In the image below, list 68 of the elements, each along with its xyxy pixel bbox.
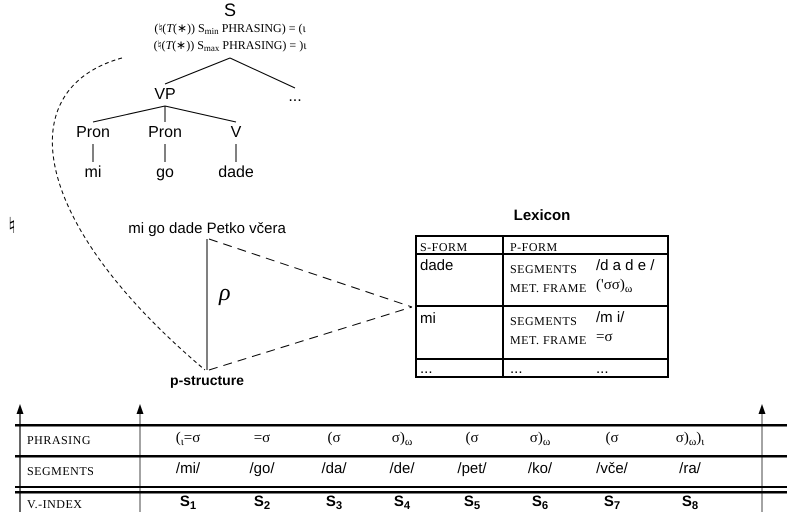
tree-label: ... <box>288 89 302 105</box>
segment-value: /vče/ <box>596 460 628 478</box>
table-header: S-FORM <box>420 239 468 256</box>
phrasing-value: (σ <box>605 429 619 447</box>
tree-label: V <box>230 125 242 141</box>
structure-label: p-structure <box>170 373 244 387</box>
phrasing-value: (σ <box>327 429 341 447</box>
tree-branch <box>164 106 166 122</box>
feature-name: SEGMENTS <box>510 313 578 330</box>
sentence-string: mi go dade Petko včera <box>128 220 286 236</box>
tree-label: VP <box>154 87 176 103</box>
natural-sign: ♮ <box>8 218 16 236</box>
frame-value: ('σσ)$_{ω}$ <box>596 276 632 294</box>
vocabulary-index: S$_{8}$ <box>682 493 698 511</box>
row-header: SEGMENTS <box>27 463 94 480</box>
segment-value: /m i/ <box>596 309 624 327</box>
table-title: Lexicon <box>512 206 572 226</box>
tree-label: mi <box>84 165 102 181</box>
vocabulary-index: S$_{6}$ <box>532 493 548 511</box>
tree-branch <box>230 58 296 88</box>
word-form: mi <box>420 310 436 328</box>
tree-branch <box>92 144 94 162</box>
tree-branch <box>164 106 236 122</box>
vocabulary-index: S$_{7}$ <box>604 493 620 511</box>
vocabulary-index: S$_{1}$ <box>180 493 196 511</box>
row-header: V.-INDEX <box>27 496 82 512</box>
vocabulary-index: S$_{5}$ <box>464 493 480 511</box>
phrasing-value: (σ <box>465 429 479 447</box>
segment-value: /mi/ <box>176 460 200 478</box>
tree-label: Pron <box>76 125 110 141</box>
constraint-annotation: (♮(T(∗)) S$_{max}$ PHRASING) = )ι <box>154 37 306 54</box>
row-header: PHRASING <box>27 432 92 449</box>
phrasing-value: σ)$_{ω}$)$_{ι}$ <box>676 429 704 447</box>
table-header: P-FORM <box>510 239 558 256</box>
ellipsis: ... <box>510 360 523 378</box>
dashed-curve <box>52 58 206 370</box>
phrasing-value: σ)$_{ω}$ <box>392 429 412 447</box>
vocabulary-index: S$_{3}$ <box>326 493 342 511</box>
feature-name: MET. FRAME <box>510 332 587 349</box>
segment-value: /ko/ <box>528 460 552 478</box>
segment-value: /da/ <box>321 460 347 478</box>
tree-label: S <box>224 0 236 20</box>
triangle-line <box>206 238 208 370</box>
segment-value: /pet/ <box>457 460 487 478</box>
dashed-line <box>208 238 412 308</box>
constraint-annotation: (♮(T(∗)) S$_{min}$ PHRASING) = (ι <box>154 20 306 37</box>
phrasing-value: σ)$_{ω}$ <box>530 429 550 447</box>
segment-value: /d a d e / <box>596 257 654 275</box>
frame-value: =σ <box>596 328 613 346</box>
word-form: dade <box>420 257 454 275</box>
segment-value: /de/ <box>389 460 415 478</box>
feature-name: SEGMENTS <box>510 261 578 278</box>
ellipsis: ... <box>420 360 433 378</box>
vocabulary-index: S$_{2}$ <box>254 493 270 511</box>
phrasing-value: ($_{ι}$=σ <box>176 429 200 447</box>
vocabulary-index: S$_{4}$ <box>394 493 410 511</box>
segment-value: /ra/ <box>679 460 701 478</box>
tree-branch <box>92 106 166 122</box>
phrasing-value: =σ <box>254 429 270 447</box>
dashed-line <box>208 306 412 370</box>
tree-branch <box>164 144 166 162</box>
feature-name: MET. FRAME <box>510 280 587 297</box>
tree-label: go <box>156 165 174 181</box>
tree-branch <box>164 58 230 84</box>
tree-label: Pron <box>148 125 182 141</box>
ellipsis: ... <box>596 360 609 378</box>
segment-value: /go/ <box>249 460 275 478</box>
tree-label: dade <box>218 165 254 181</box>
